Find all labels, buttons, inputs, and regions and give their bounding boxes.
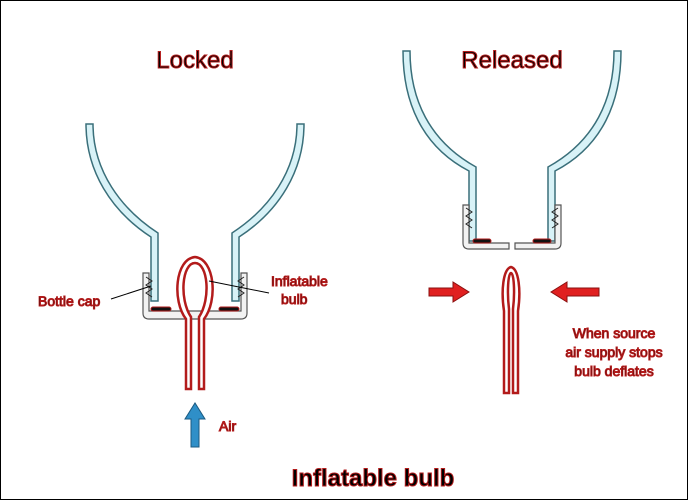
bottle-neck-right — [231, 123, 305, 302]
pressure-arrow-left-icon — [550, 281, 600, 303]
released-heading: Released — [461, 47, 562, 74]
seal-left — [150, 306, 172, 312]
deflate-note-line3: bulb deflates — [574, 363, 653, 379]
released-seal-left — [472, 238, 492, 244]
seal-right — [218, 306, 240, 312]
bottle-cap — [142, 272, 248, 320]
deflate-note-line2: air supply stops — [565, 344, 662, 360]
bottle-neck-left — [85, 123, 159, 302]
inflatable-bulb-inflated — [176, 255, 214, 391]
bottle-cap-leader — [110, 285, 152, 300]
released-thread-right — [551, 207, 559, 229]
locked-heading: Locked — [156, 47, 233, 74]
deflate-note-line1: When source — [573, 325, 656, 341]
inflatable-bulb-deflated — [501, 265, 521, 395]
inflatable-bulb-label-line2: bulb — [281, 291, 308, 307]
pressure-arrow-right-icon — [428, 281, 470, 303]
bottle-cap-label: Bottle cap — [38, 293, 100, 309]
released-thread-left — [465, 207, 473, 229]
bulb-leader — [208, 280, 270, 294]
air-label: Air — [219, 418, 236, 434]
air-arrow-icon — [184, 402, 206, 448]
released-seal-right — [532, 238, 552, 244]
inflatable-bulb-label-line1: Inflatable — [271, 273, 328, 289]
diagram-caption: Inflatable bulb — [292, 465, 455, 492]
